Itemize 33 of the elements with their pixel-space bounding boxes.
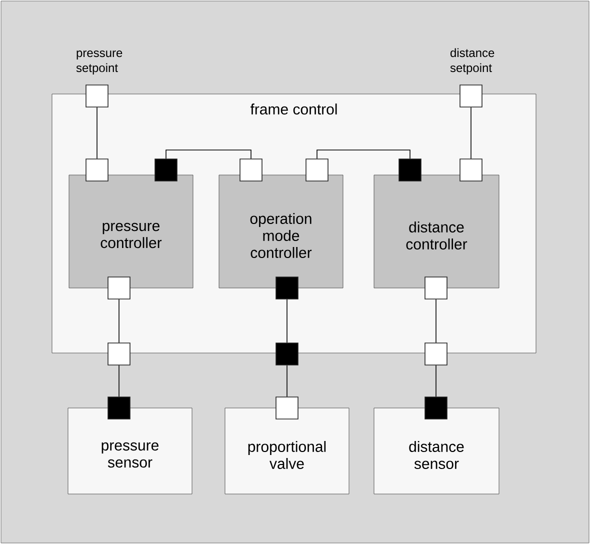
connector-line [96, 106, 98, 160]
port-square [240, 158, 262, 182]
port-square [108, 276, 130, 300]
connector-line [166, 150, 252, 160]
port-square [276, 276, 298, 300]
connector-line [286, 298, 288, 344]
port-square [424, 342, 448, 366]
port-square [424, 276, 448, 300]
port-square [276, 396, 298, 420]
connector-line [286, 364, 288, 398]
port-square [306, 158, 328, 182]
port-square [108, 342, 130, 366]
port-square [424, 396, 448, 420]
device-box: distance sensor [374, 408, 500, 494]
controller-box: pressure controller [68, 174, 194, 288]
port-square [86, 158, 108, 182]
port-square [154, 158, 178, 182]
device-box: pressure sensor [68, 408, 192, 494]
connector-line [118, 364, 120, 398]
port-square [460, 84, 482, 108]
controller-box: distance controller [374, 174, 500, 288]
controller-box: operation mode controller [218, 174, 344, 288]
port-label: distance setpoint [450, 48, 494, 74]
port-square [460, 158, 482, 182]
connector-line [118, 298, 120, 344]
port-square [398, 158, 422, 182]
port-label: pressure setpoint [76, 50, 122, 74]
port-square [108, 396, 130, 420]
port-square [86, 84, 108, 108]
port-square [276, 342, 298, 366]
connector-line [316, 150, 410, 160]
connector-line [470, 106, 472, 160]
device-box: proportional valve [224, 408, 350, 494]
